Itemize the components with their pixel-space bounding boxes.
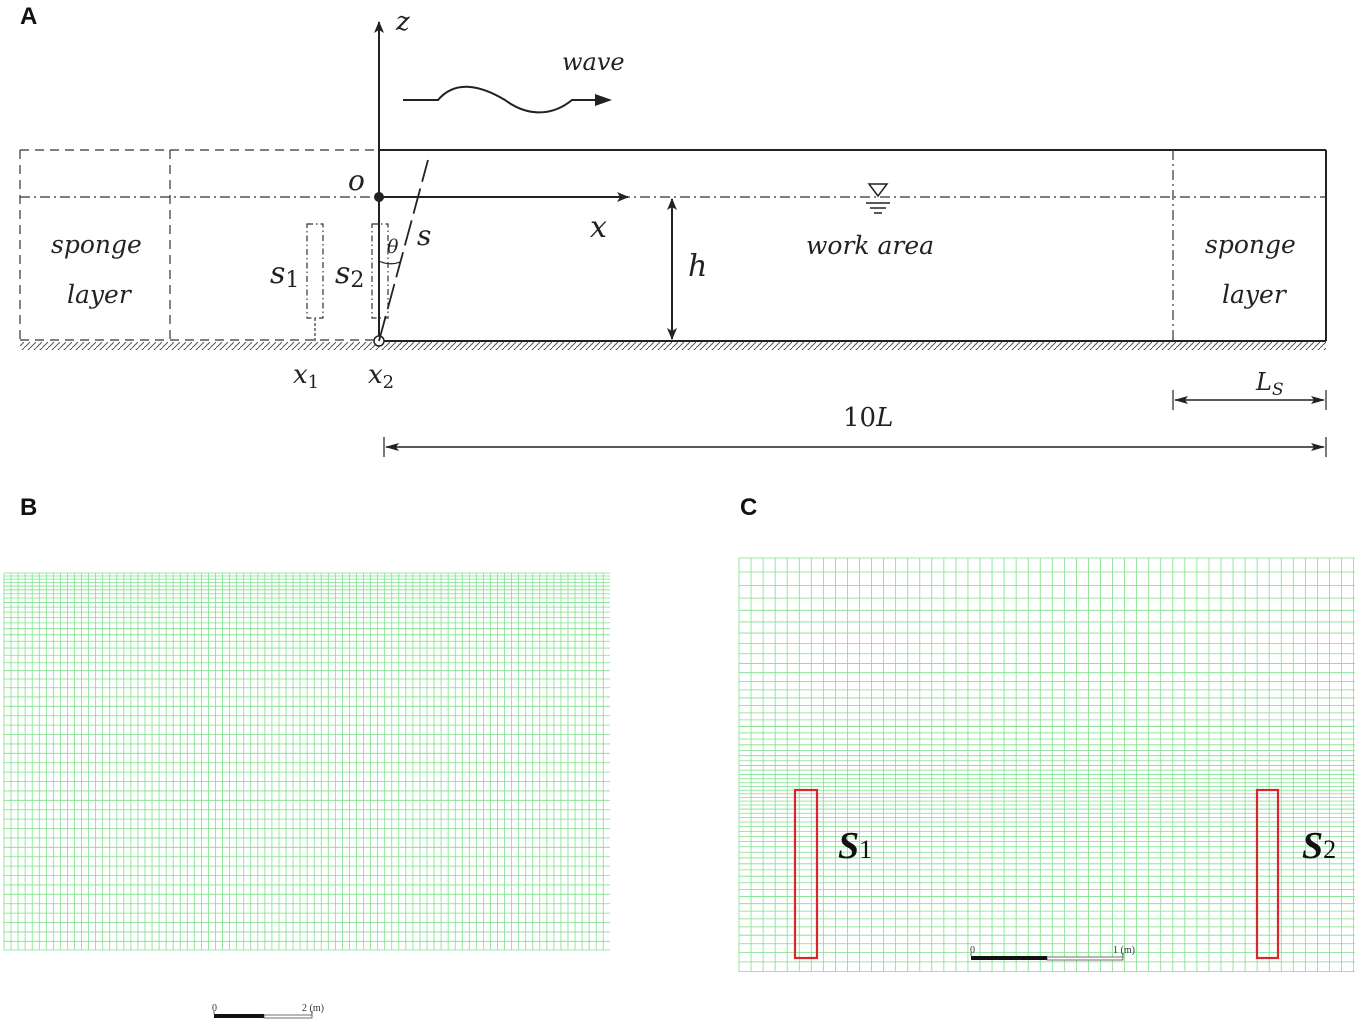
wave-label: wave (562, 48, 625, 76)
wave-curve (403, 85, 608, 114)
left-sponge-label-1: sponge (51, 230, 142, 259)
incline-line (378, 159, 429, 342)
panel-a: A z x o wave (19, 3, 1327, 457)
panel-b-label: B (20, 494, 37, 521)
scale-c-end: 1 (m) (1113, 945, 1135, 956)
panel-a-label: A (20, 3, 37, 30)
x2-label: x2 (368, 360, 394, 393)
s1-label: s1 (270, 256, 299, 293)
scale-b-end: 2 (m) (302, 1003, 324, 1014)
seabed-hatch (20, 342, 1326, 350)
wave-arrowhead (595, 94, 612, 106)
domain-boundary (380, 149, 1327, 342)
left-sponge-label-2: layer (67, 280, 133, 309)
panel-b: B 0 2 (m) (3, 494, 610, 1019)
sensor-s1-outline (306, 223, 324, 319)
z-axis-label: z (395, 7, 410, 37)
ls-label: LS (1255, 368, 1284, 400)
tenl-label: 10L (843, 403, 893, 433)
left-sponge-region (19, 149, 380, 341)
c-s2-label: S2 (1302, 825, 1336, 867)
mesh-grid-c (738, 557, 1355, 972)
x-axis-label: x (590, 210, 607, 245)
work-area-label: work area (806, 231, 934, 260)
depth-label: h (688, 249, 707, 284)
c-s1-label: S1 (838, 825, 872, 867)
panel-c-label: C (740, 494, 757, 521)
theta-arc (378, 260, 401, 265)
theta-label: θ (387, 236, 399, 258)
scale-c-zero: 0 (970, 945, 975, 956)
s2-label: s2 (335, 256, 364, 293)
right-sponge-label-2: layer (1222, 280, 1288, 309)
x1-label: x1 (293, 360, 319, 393)
origin-label: o (348, 164, 365, 197)
sensor-s1-box (793, 788, 819, 960)
sensor-s2-outline (371, 223, 389, 319)
mesh-grid-b (3, 572, 610, 951)
incline-label: s (417, 219, 431, 252)
scale-bar-b: 0 2 (m) (212, 1003, 324, 1019)
water-level-icon (866, 183, 890, 214)
scale-b-zero: 0 (212, 1003, 217, 1014)
sensor-s2-box (1255, 788, 1280, 960)
panel-c: C S1 S2 0 1 (m) (738, 494, 1355, 972)
origin-dot (374, 192, 384, 202)
right-sponge-label-1: sponge (1205, 230, 1296, 259)
scale-bar-c: 0 1 (m) (970, 945, 1135, 961)
